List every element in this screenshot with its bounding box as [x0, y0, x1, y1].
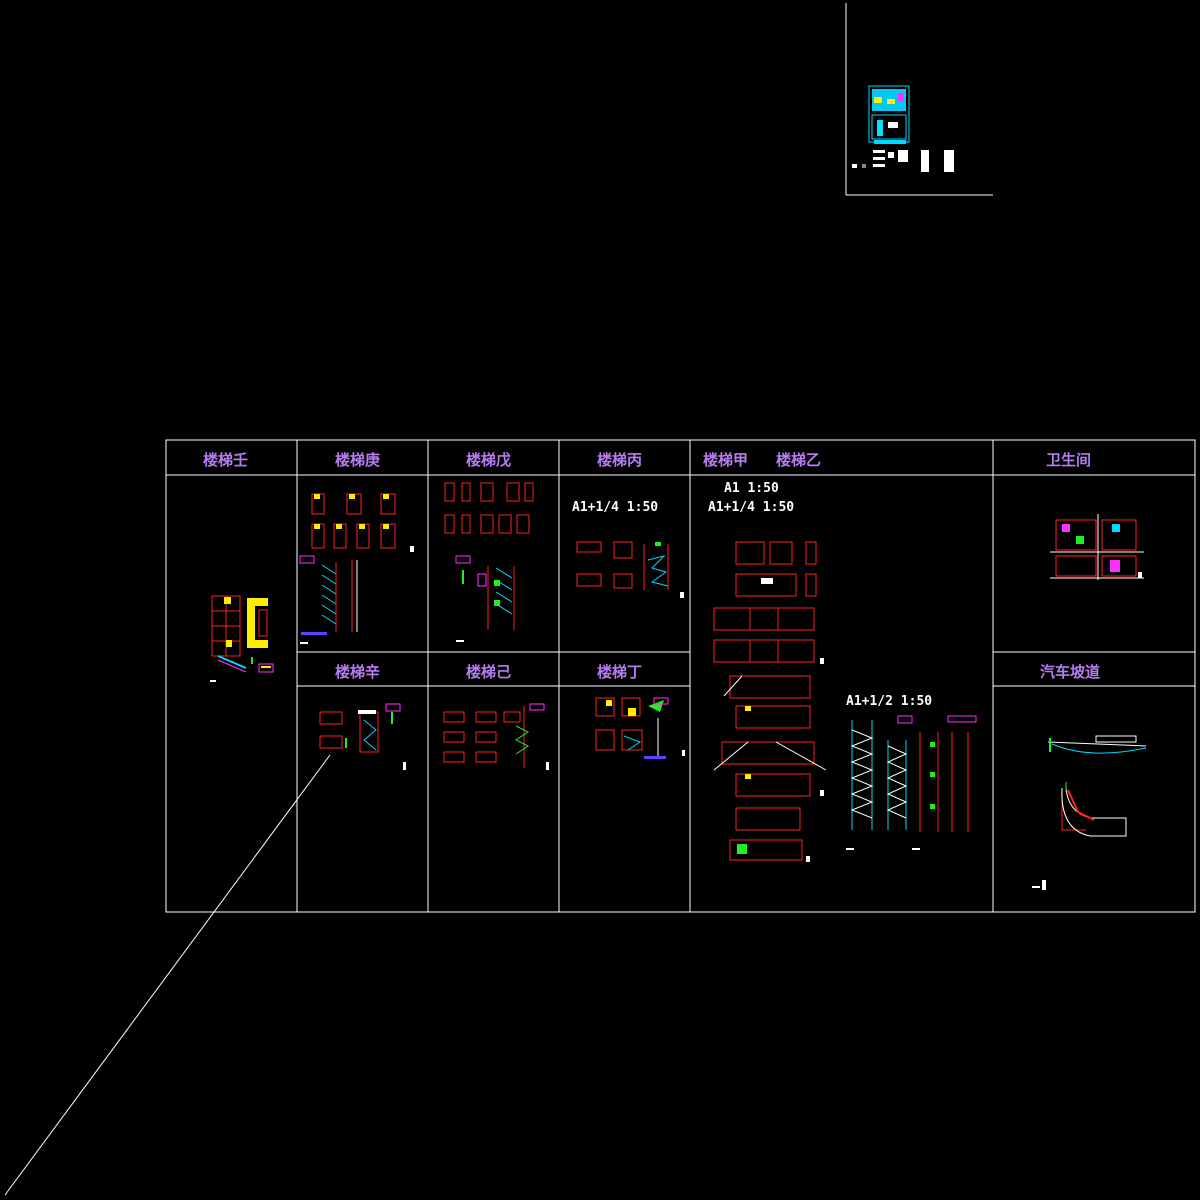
stair-geng-drawing	[299, 493, 414, 644]
stair-jia-yi-drawing	[713, 541, 977, 862]
header-stair-ren: 楼梯壬	[203, 451, 249, 469]
stair-bing-drawing	[576, 541, 684, 598]
stair-ren-drawing	[210, 595, 274, 682]
header-stair-bing: 楼梯丙	[597, 451, 643, 469]
header-stair-xin: 楼梯辛	[335, 663, 381, 681]
stair-ji-drawing	[443, 703, 549, 770]
header-toilet: 卫生间	[1046, 451, 1092, 469]
header-stair-yi: 楼梯乙	[776, 451, 822, 469]
toilet-drawing	[1050, 514, 1144, 580]
header-car-ramp: 汽车坡道	[1040, 663, 1101, 681]
header-stair-wu: 楼梯戊	[466, 451, 512, 469]
scale-label-jia-a1-quarter: A1+1/4 1:50	[708, 500, 795, 515]
car-ramp-drawing	[1032, 735, 1147, 890]
stair-ding-drawing	[595, 697, 685, 759]
scale-label-jia-a1: A1 1:50	[724, 481, 779, 496]
scale-label-bing: A1+1/4 1:50	[572, 500, 659, 515]
leader-line	[4, 754, 331, 1196]
header-stair-ji: 楼梯己	[466, 663, 512, 681]
stair-xin-drawing	[319, 703, 406, 770]
index-table-frame	[165, 439, 1196, 913]
header-stair-jia: 楼梯甲	[703, 451, 749, 469]
header-stair-geng: 楼梯庚	[335, 451, 381, 469]
scale-label-jia-a1-half: A1+1/2 1:50	[846, 694, 933, 709]
preview-sheet	[845, 3, 993, 196]
stair-wu-drawing	[444, 482, 534, 642]
header-stair-ding: 楼梯丁	[597, 663, 643, 681]
